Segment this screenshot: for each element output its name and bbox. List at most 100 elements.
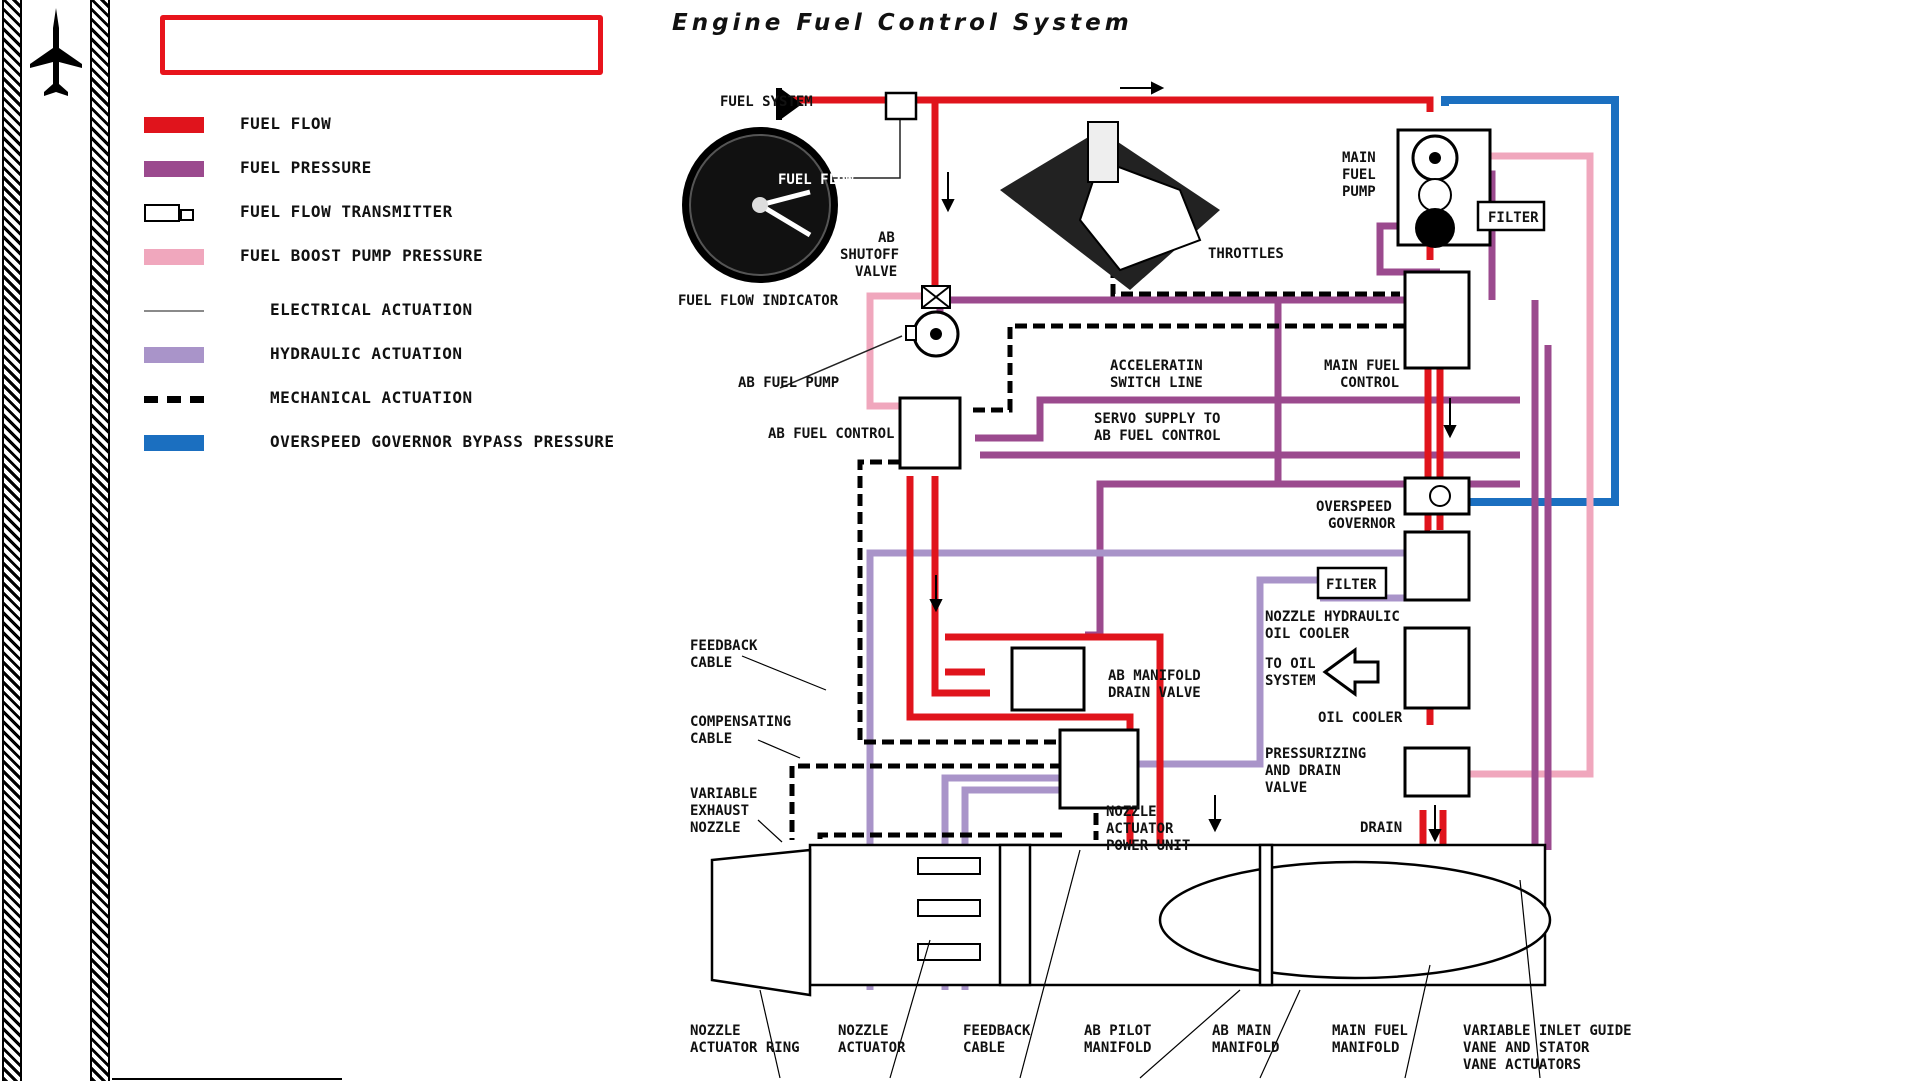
label-ab-manifold-drain-1: AB MANIFOLD bbox=[1108, 668, 1201, 684]
legend-item-fuel-flow-transmitter: FUEL FLOW TRANSMITTER bbox=[144, 200, 664, 228]
label-oil-cooler: OIL COOLER bbox=[1318, 710, 1403, 726]
legend-item-electrical: ELECTRICAL ACTUATION bbox=[144, 298, 664, 326]
label-vigv-2: VANE AND STATOR bbox=[1463, 1040, 1590, 1056]
legend-item-fuel-pressure: FUEL PRESSURE bbox=[144, 156, 664, 184]
label-ab-pilot-2: MANIFOLD bbox=[1084, 1040, 1151, 1056]
label-to-oil-1: TO OIL bbox=[1265, 656, 1316, 672]
slide-title-box[interactable] bbox=[160, 15, 603, 75]
nozzle-hydraulic-oil-cooler bbox=[1405, 532, 1469, 600]
label-compensating-1: COMPENSATING bbox=[690, 714, 791, 730]
pressurizing-drain-valve bbox=[1405, 748, 1469, 796]
transmitter-icon bbox=[144, 204, 180, 222]
legend-label: HYDRAULIC ACTUATION bbox=[270, 344, 463, 363]
label-ab-shutoff-1: AB bbox=[878, 230, 895, 246]
label-servo-supply-2: AB FUEL CONTROL bbox=[1094, 428, 1220, 444]
footer-divider bbox=[112, 1078, 342, 1080]
label-ab-shutoff-3: VALVE bbox=[855, 264, 897, 280]
label-overspeed-1: OVERSPEED bbox=[1316, 499, 1392, 515]
legend-swatch-mechanical bbox=[144, 396, 204, 403]
legend-item-fuel-flow: FUEL FLOW bbox=[144, 112, 664, 140]
legend-swatch-fuel-flow bbox=[144, 117, 204, 133]
diagram-title: Engine Fuel Control System bbox=[672, 10, 1133, 36]
label-press-drain-1: PRESSURIZING bbox=[1265, 746, 1366, 762]
label-feedback-cable-2: CABLE bbox=[690, 655, 732, 671]
legend-label: OVERSPEED GOVERNOR BYPASS PRESSURE bbox=[270, 432, 615, 451]
legend-item-bypass: OVERSPEED GOVERNOR BYPASS PRESSURE bbox=[144, 430, 664, 458]
label-variable-exhaust-1: VARIABLE bbox=[690, 786, 757, 802]
label-vigv-3: VANE ACTUATORS bbox=[1463, 1057, 1581, 1073]
label-ab-main-2: MANIFOLD bbox=[1212, 1040, 1279, 1056]
label-ab-fuel-control: AB FUEL CONTROL bbox=[768, 426, 894, 442]
ab-fuel-pump bbox=[906, 312, 958, 356]
jet-icon bbox=[28, 6, 84, 102]
legend-swatch-electrical bbox=[144, 310, 204, 312]
label-main-fuel-control-1: MAIN FUEL bbox=[1324, 358, 1400, 374]
legend-swatch-fuel-pressure bbox=[144, 161, 204, 177]
hatched-border-left bbox=[2, 0, 22, 1081]
legend-label: MECHANICAL ACTUATION bbox=[270, 388, 473, 407]
sidebar bbox=[0, 0, 112, 1081]
label-filter-top: FILTER bbox=[1488, 210, 1539, 226]
legend-swatch-bypass bbox=[144, 435, 204, 451]
label-ab-main-1: AB MAIN bbox=[1212, 1023, 1271, 1039]
fuel-flow-transmitter bbox=[886, 93, 916, 119]
legend-label: FUEL FLOW TRANSMITTER bbox=[240, 202, 453, 221]
label-nozzle-apu-3: POWER UNIT bbox=[1106, 838, 1190, 854]
label-drain: DRAIN bbox=[1360, 820, 1402, 836]
label-main-fuel-pump-2: FUEL bbox=[1342, 167, 1376, 183]
label-feedback-bottom-2: CABLE bbox=[963, 1040, 1005, 1056]
fuel-control-diagram: FUEL SYSTEM FUEL FLOW FUEL FLOW INDICATO… bbox=[660, 60, 1660, 1081]
label-main-fuel-manifold-2: MANIFOLD bbox=[1332, 1040, 1399, 1056]
label-nozzle-actuator-2: ACTUATOR bbox=[838, 1040, 906, 1056]
legend-swatch-hydraulic bbox=[144, 347, 204, 363]
legend-label: FUEL BOOST PUMP PRESSURE bbox=[240, 246, 483, 265]
legend-item-boost-pump: FUEL BOOST PUMP PRESSURE bbox=[144, 244, 664, 272]
label-variable-exhaust-3: NOZZLE bbox=[690, 820, 741, 836]
label-overspeed-2: GOVERNOR bbox=[1328, 516, 1396, 532]
label-ab-shutoff-2: SHUTOFF bbox=[840, 247, 899, 263]
label-variable-exhaust-2: EXHAUST bbox=[690, 803, 749, 819]
ab-manifold-drain-valve bbox=[1012, 648, 1084, 710]
overspeed-governor bbox=[1405, 478, 1469, 514]
label-main-fuel-pump-3: PUMP bbox=[1342, 184, 1376, 200]
legend-label: FUEL PRESSURE bbox=[240, 158, 372, 177]
label-fuel-system: FUEL SYSTEM bbox=[720, 94, 813, 110]
label-throttles: THROTTLES bbox=[1208, 246, 1284, 262]
label-press-drain-3: VALVE bbox=[1265, 780, 1307, 796]
label-main-fuel-control-2: CONTROL bbox=[1340, 375, 1399, 391]
label-nozzle-actuator-1: NOZZLE bbox=[838, 1023, 889, 1039]
label-ab-manifold-drain-2: DRAIN VALVE bbox=[1108, 685, 1201, 701]
gauge-text: FUEL FLOW bbox=[778, 172, 854, 188]
nozzle-actuator-power-unit bbox=[1060, 730, 1138, 808]
oil-cooler bbox=[1405, 628, 1469, 708]
label-nozzle-hyd-1: NOZZLE HYDRAULIC bbox=[1265, 609, 1400, 625]
legend-item-mechanical: MECHANICAL ACTUATION bbox=[144, 386, 664, 414]
label-nozzle-ring-1: NOZZLE bbox=[690, 1023, 741, 1039]
label-ab-pilot-1: AB PILOT bbox=[1084, 1023, 1151, 1039]
label-nozzle-apu-2: ACTUATOR bbox=[1106, 821, 1174, 837]
label-press-drain-2: AND DRAIN bbox=[1265, 763, 1341, 779]
label-ab-fuel-pump: AB FUEL PUMP bbox=[738, 375, 839, 391]
hatched-border-right bbox=[90, 0, 110, 1081]
label-to-oil-2: SYSTEM bbox=[1265, 673, 1316, 689]
label-compensating-2: CABLE bbox=[690, 731, 732, 747]
main-fuel-control bbox=[1405, 272, 1469, 368]
engine-body bbox=[712, 845, 1550, 995]
label-nozzle-ring-2: ACTUATOR RING bbox=[690, 1040, 800, 1056]
label-feedback-cable-1: FEEDBACK bbox=[690, 638, 758, 654]
legend-swatch-boost-pump bbox=[144, 249, 204, 265]
label-accel-switch-1: ACCELERATIN bbox=[1110, 358, 1203, 374]
label-servo-supply-1: SERVO SUPPLY TO bbox=[1094, 411, 1220, 427]
ab-shutoff-valve bbox=[922, 286, 950, 308]
main-fuel-pump bbox=[1398, 130, 1490, 248]
label-nozzle-hyd-2: OIL COOLER bbox=[1265, 626, 1350, 642]
slide-title-text bbox=[165, 20, 598, 48]
label-nozzle-apu-1: NOZZLE bbox=[1106, 804, 1157, 820]
label-vigv-1: VARIABLE INLET GUIDE bbox=[1463, 1023, 1632, 1039]
legend-label: ELECTRICAL ACTUATION bbox=[270, 300, 473, 319]
label-main-fuel-pump-1: MAIN bbox=[1342, 150, 1376, 166]
nozzle-actuators bbox=[918, 858, 980, 960]
legend-item-hydraulic: HYDRAULIC ACTUATION bbox=[144, 342, 664, 370]
to-oil-system-arrow bbox=[1325, 650, 1378, 694]
label-fuel-flow-indicator: FUEL FLOW INDICATOR bbox=[678, 293, 839, 309]
